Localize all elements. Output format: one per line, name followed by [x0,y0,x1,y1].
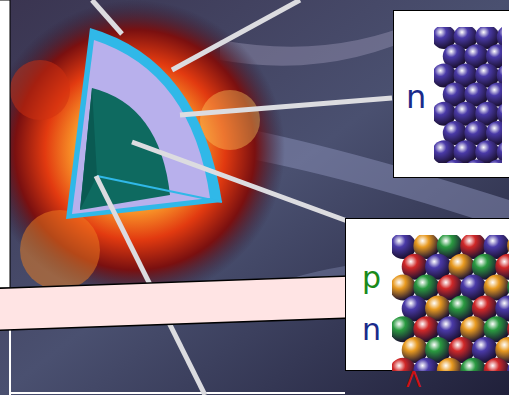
particle-label: n [362,315,381,345]
particle-label: p [362,263,381,293]
particle-label: Λ [406,369,421,391]
particle-label: n [406,81,426,113]
sphere-packing [346,219,509,372]
particle-box: pnΛ [345,218,509,371]
particle-box: n [393,10,509,178]
